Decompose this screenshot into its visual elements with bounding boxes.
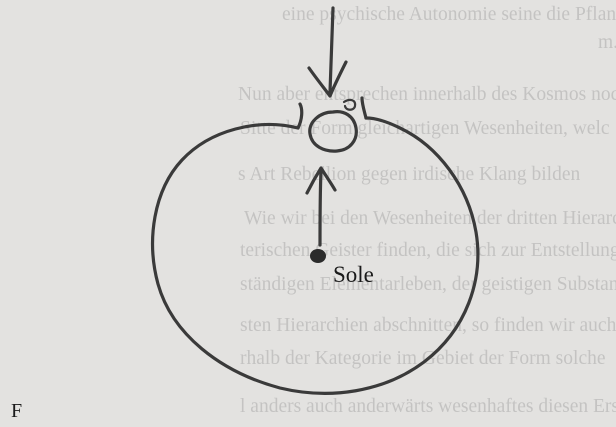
marker-a <box>344 100 355 110</box>
sole-dot <box>310 249 326 263</box>
circle-notch <box>298 104 302 128</box>
up-arrow-shaft <box>320 170 321 245</box>
down-arrow-head <box>309 62 346 96</box>
down-arrow-shaft <box>330 8 333 92</box>
sole-label: Sole <box>333 262 374 288</box>
small-circle <box>310 112 357 151</box>
circle-notch-right <box>362 98 366 118</box>
figure-letter: F <box>11 400 22 423</box>
